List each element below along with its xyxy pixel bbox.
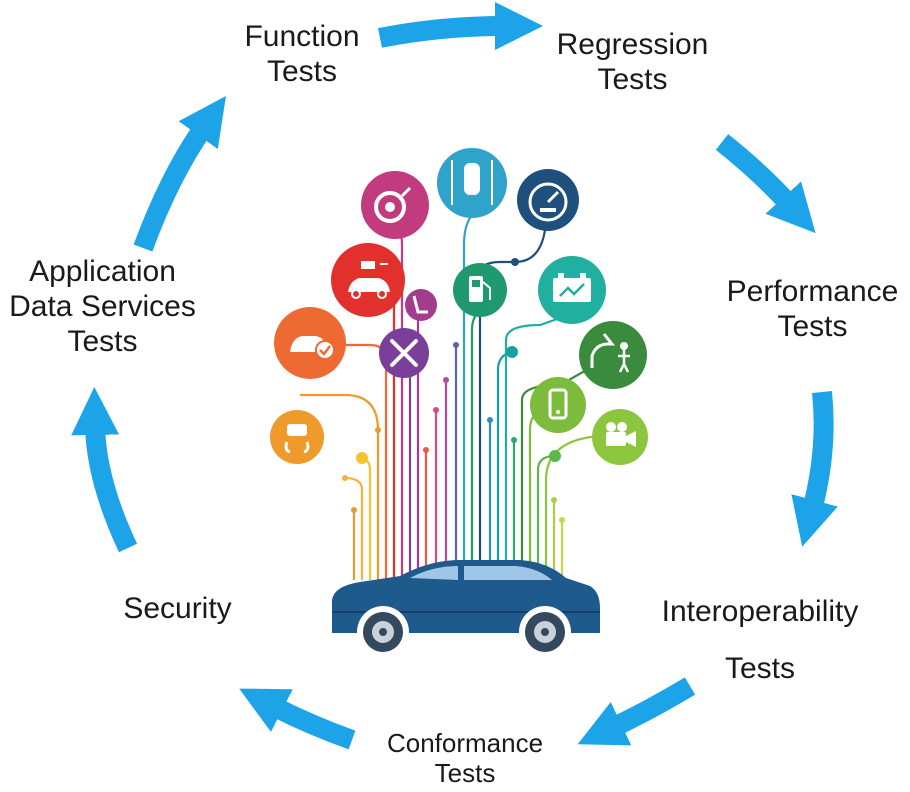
cycle-arrows [71, 2, 838, 750]
label-line: Data Services [9, 289, 196, 323]
label-regression-tests: Regression Tests [540, 28, 725, 98]
arrow-interop-to-conformance [577, 677, 696, 746]
label-line: Tests [434, 758, 496, 789]
arrow-performance-to-interop [791, 390, 838, 547]
label-application-data-services-tests: Application Data Services Tests [0, 255, 205, 359]
car-window-rear [464, 566, 552, 580]
label-security: Security [100, 592, 255, 627]
tire-gauge-icon [361, 171, 429, 239]
rear-wheel [519, 606, 571, 658]
label-line: Interoperability [661, 595, 859, 628]
mechanic-car-icon [579, 321, 647, 389]
speedometer-icon [517, 169, 579, 231]
car-seat-icon [405, 289, 437, 321]
electric-car-charging-icon [331, 243, 405, 317]
label-interoperability-tests: Interoperability Tests [640, 583, 880, 697]
steering-skid-icon [270, 410, 324, 464]
wire-dots [342, 258, 565, 523]
label-line: Security [123, 592, 232, 625]
label-line: Tests [724, 652, 796, 685]
phone-icon [530, 377, 586, 433]
label-line: Tests [777, 309, 848, 343]
label-line: Performance [726, 275, 899, 308]
icon-bubbles [270, 148, 648, 465]
car-check-icon [274, 307, 346, 379]
arrow-conformance-to-security [239, 688, 356, 750]
label-function-tests: Function Tests [222, 20, 382, 90]
video-camera-icon [592, 409, 648, 465]
label-line: Regression [556, 28, 709, 61]
label-line: Tests [266, 54, 338, 88]
arrow-regression-to-performance [715, 134, 816, 234]
fuel-pump-icon [453, 263, 507, 317]
label-line: Tests [67, 324, 138, 358]
car-illustration [332, 560, 600, 658]
front-wheel [357, 606, 409, 658]
arrow-security-to-appdata [71, 387, 138, 553]
label-line: Application [29, 255, 176, 288]
label-line: Conformance [386, 728, 544, 758]
arrow-appdata-to-function [133, 95, 226, 252]
car-window [410, 566, 458, 580]
label-line: Function [244, 20, 360, 53]
repair-tools-icon [379, 328, 429, 378]
label-conformance-tests: Conformance Tests [365, 728, 565, 788]
car-lane-icon [437, 148, 507, 218]
battery-icon [538, 256, 606, 324]
label-performance-tests: Performance Tests [715, 275, 910, 345]
arrow-function-to-regression [378, 2, 543, 51]
label-line: Tests [597, 62, 668, 96]
